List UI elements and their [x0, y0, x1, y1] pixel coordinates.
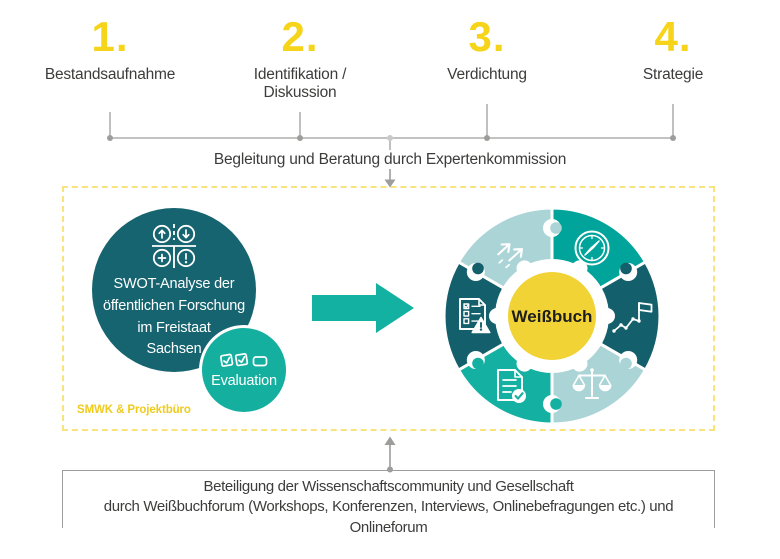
compass-icon [574, 230, 610, 266]
phase-box: SWOT-Analyse der öffentlichen Forschung … [62, 186, 715, 431]
step-3-number: 3. [468, 13, 506, 60]
smwk-caption: SMWK & Projektbüro [77, 404, 191, 416]
up-arrow-icon [384, 436, 396, 473]
right-arrow-icon [312, 283, 414, 333]
swot-circle-text: SWOT-Analyse der öffentlichen Forschung … [102, 276, 246, 358]
expert-commission-label: Begleitung und Beratung durch Expertenko… [213, 151, 567, 168]
swot-grid-icon [152, 224, 196, 268]
step-3-label: Verdichtung [447, 66, 527, 83]
scales-icon [572, 368, 612, 399]
timeline-lines [109, 104, 674, 150]
step-2: 2. Identifikation / Diskussion [220, 16, 380, 103]
evaluation-circle: Evaluation [199, 325, 289, 415]
document-check-icon [497, 369, 526, 403]
timeline-dots [107, 135, 676, 141]
weissbuch-wheel: Weißbuch [442, 206, 662, 426]
participation-line-2: durch Weißbuchforum (Workshops, Konferen… [103, 498, 674, 536]
step-1: 1. Bestandsaufnahme [30, 16, 190, 84]
step-4: 4. Strategie [593, 16, 753, 84]
step-1-number: 1. [91, 13, 129, 60]
weissbuch-label: Weißbuch [512, 307, 593, 326]
puzzle-knobs [466, 219, 638, 413]
participation-box: Beteiligung der Wissenschaftscommunity u… [62, 470, 715, 536]
checkboxes-icon [219, 352, 268, 367]
step-2-number: 2. [281, 13, 319, 60]
evaluation-label: Evaluation [211, 372, 277, 389]
step-2-label: Identifikation / Diskussion [253, 66, 347, 102]
step-4-number: 4. [654, 13, 692, 60]
down-arrow-icon [384, 169, 396, 188]
weissbuch-center: Weißbuch [489, 259, 615, 373]
rising-arrows-icon [497, 243, 524, 269]
checklist-warning-icon [459, 298, 491, 334]
step-1-label: Bestandsaufnahme [44, 66, 176, 83]
step-4-label: Strategie [642, 66, 704, 83]
flag-milestones-icon [612, 302, 653, 333]
step-3: 3. Verdichtung [407, 16, 567, 84]
participation-line-1: Beteiligung der Wissenschaftscommunity u… [203, 478, 574, 495]
